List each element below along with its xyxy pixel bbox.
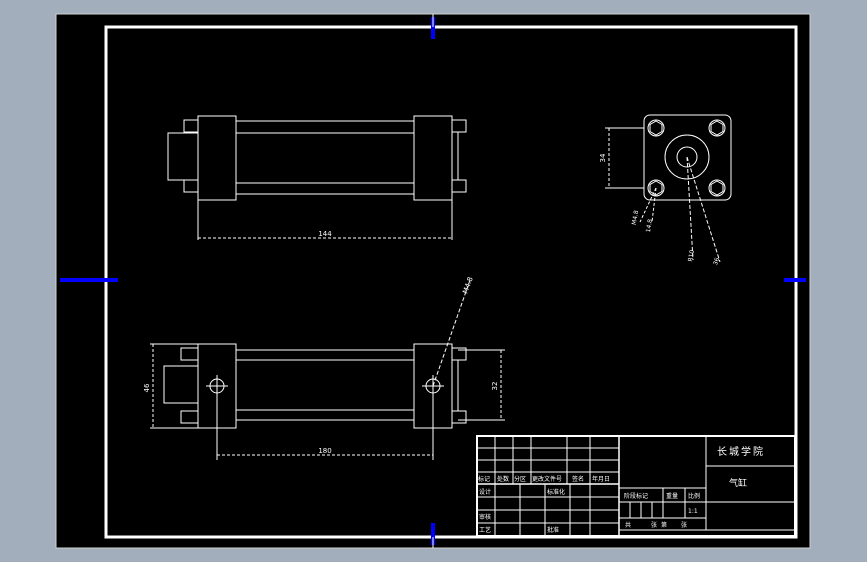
leader-label-side-1: M4.8 [631, 210, 640, 226]
front-view-top [167, 115, 467, 240]
rev-header-count: 处数 [497, 475, 509, 483]
marker-bottom [431, 523, 435, 545]
row-standard: 标准化 [547, 488, 565, 496]
centering-markers [60, 17, 806, 545]
dim-height-right: 32 [491, 382, 499, 391]
row-review: 审核 [479, 513, 491, 521]
sheet-unit-2: 张 [681, 521, 687, 529]
dim-length-bottom: 180 [318, 447, 331, 455]
sheet-unit-1: 张 [651, 521, 657, 529]
rev-header-doc: 更改文件号 [532, 475, 562, 483]
marker-right [784, 278, 806, 282]
stage-mark-label: 阶段标记 [624, 492, 648, 500]
row-approve: 批准 [547, 526, 559, 534]
rev-header-mark: 标记 [478, 475, 490, 483]
front-view-bottom [150, 279, 505, 460]
title-block-text: 标记 处数 分区 更改文件号 签名 年月日 设计 标准化 审核 工艺 批准 阶段… [478, 475, 700, 534]
leader-label-side-3: R10 [687, 249, 696, 262]
marker-left [60, 278, 118, 282]
sheet-total-label: 共 [625, 521, 631, 529]
side-view [605, 114, 732, 263]
sheet-no-label: 第 [661, 521, 667, 529]
row-design: 设计 [479, 488, 491, 496]
weight-label: 重量 [666, 492, 678, 500]
leader-label-side-4: 36 [712, 257, 721, 267]
scale-label: 比例 [688, 492, 700, 500]
school-name: 长城学院 [717, 445, 765, 458]
marker-top [431, 17, 435, 39]
title-block [476, 435, 796, 537]
dim-height-side: 34 [599, 153, 607, 162]
dim-height-left: 46 [143, 383, 151, 392]
leader-label-side-2: 14.8 [645, 218, 654, 233]
rev-header-date: 年月日 [592, 475, 610, 483]
part-name: 气缸 [729, 477, 747, 489]
dim-length-top: 144 [318, 230, 332, 238]
row-process: 工艺 [479, 526, 491, 534]
rev-header-zone: 分区 [514, 475, 526, 483]
rev-header-sign: 签名 [572, 475, 584, 483]
scale-value: 1:1 [688, 508, 698, 515]
drawing-sheet [55, 13, 811, 549]
